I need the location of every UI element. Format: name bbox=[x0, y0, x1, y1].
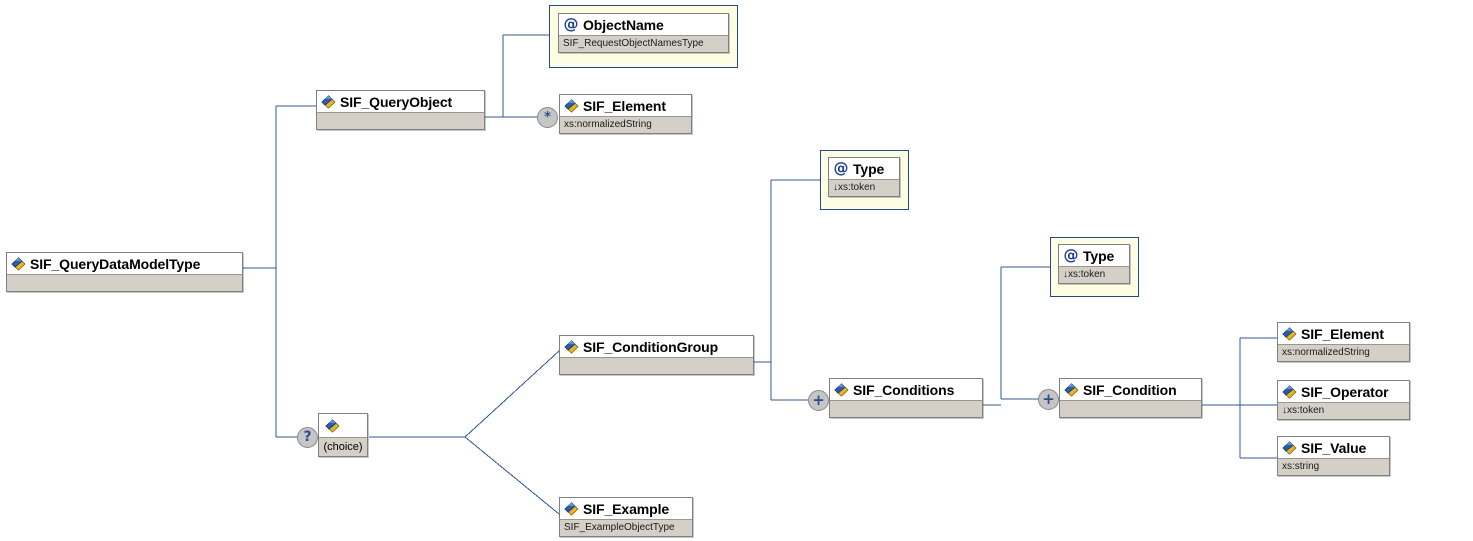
element-icon bbox=[321, 94, 336, 109]
down-arrow-icon: ↓ bbox=[833, 182, 838, 193]
choice-icon-row bbox=[319, 414, 367, 437]
node-sif-condition[interactable]: SIF_Condition bbox=[1059, 378, 1202, 418]
node-label: Type bbox=[853, 160, 885, 177]
element-icon bbox=[564, 339, 579, 354]
element-icon bbox=[11, 256, 26, 271]
node-type: ↓xs:token bbox=[1059, 266, 1129, 283]
node-choice[interactable]: (choice) bbox=[318, 413, 368, 457]
node-type: SIF_RequestObjectNamesType bbox=[559, 35, 728, 52]
element-icon bbox=[564, 98, 579, 113]
element-icon bbox=[1282, 440, 1297, 455]
occurrence-indicator-star[interactable]: * bbox=[537, 107, 558, 128]
node-label: Type bbox=[1083, 247, 1115, 264]
node-title: @ ObjectName bbox=[559, 14, 728, 35]
occurrence-indicator-plus-conditions[interactable]: + bbox=[808, 390, 829, 411]
node-sif-element-leaf[interactable]: SIF_Element xs:normalizedString bbox=[1277, 322, 1410, 362]
attribute-icon: @ bbox=[1063, 246, 1079, 264]
node-sif-operator[interactable]: SIF_Operator ↓xs:token bbox=[1277, 380, 1410, 420]
element-icon bbox=[834, 382, 849, 397]
choice-caption: (choice) bbox=[319, 437, 367, 456]
down-arrow-icon: ↓ bbox=[1063, 269, 1068, 280]
node-label: SIF_Element bbox=[583, 97, 666, 114]
node-type: xs:normalizedString bbox=[560, 116, 691, 133]
occurrence-indicator-plus-condition[interactable]: + bbox=[1038, 389, 1059, 410]
node-type bbox=[7, 274, 242, 291]
element-icon bbox=[1282, 326, 1297, 341]
attribute-icon: @ bbox=[563, 15, 579, 33]
node-type bbox=[1060, 400, 1201, 417]
node-label: SIF_Value bbox=[1301, 439, 1367, 456]
node-label: SIF_Operator bbox=[1301, 383, 1389, 400]
element-icon bbox=[564, 501, 579, 516]
node-title: SIF_ConditionGroup bbox=[560, 336, 753, 357]
down-arrow-icon: ↓ bbox=[1282, 405, 1287, 416]
node-type-text: xs:token bbox=[838, 182, 876, 193]
node-title: SIF_QueryDataModelType bbox=[7, 253, 242, 274]
node-label: SIF_ConditionGroup bbox=[583, 338, 719, 355]
node-title: SIF_Element bbox=[560, 95, 691, 116]
node-title: SIF_Value bbox=[1278, 437, 1389, 458]
node-sif-value[interactable]: SIF_Value xs:string bbox=[1277, 436, 1390, 476]
node-type: ↓xs:token bbox=[1278, 402, 1409, 419]
element-icon bbox=[1064, 382, 1079, 397]
node-type: xs:normalizedString bbox=[1278, 344, 1409, 361]
node-type bbox=[560, 357, 753, 374]
node-label: SIF_QueryObject bbox=[340, 93, 453, 110]
node-sif-query-data-model-type[interactable]: SIF_QueryDataModelType bbox=[6, 252, 243, 292]
element-icon bbox=[1282, 384, 1297, 399]
node-label: SIF_Condition bbox=[1083, 381, 1177, 398]
node-type: SIF_ExampleObjectType bbox=[560, 519, 692, 536]
occurrence-indicator-optional[interactable]: ? bbox=[297, 427, 318, 448]
node-label: ObjectName bbox=[583, 16, 664, 33]
node-title: SIF_Operator bbox=[1278, 381, 1409, 402]
node-type-text: xs:token bbox=[1287, 405, 1325, 416]
node-sif-element-top[interactable]: SIF_Element xs:normalizedString bbox=[559, 94, 692, 134]
node-sif-query-object[interactable]: SIF_QueryObject bbox=[316, 90, 485, 130]
node-title: SIF_Condition bbox=[1060, 379, 1201, 400]
node-type: ↓xs:token bbox=[829, 179, 899, 196]
node-type-text: xs:token bbox=[1068, 269, 1106, 280]
node-type-condition-group[interactable]: @ Type ↓xs:token bbox=[828, 157, 900, 197]
node-title: @ Type bbox=[829, 158, 899, 179]
node-type bbox=[830, 400, 982, 417]
attribute-icon: @ bbox=[833, 159, 849, 177]
node-title: SIF_Example bbox=[560, 498, 692, 519]
node-title: @ Type bbox=[1059, 245, 1129, 266]
node-title: SIF_Conditions bbox=[830, 379, 982, 400]
node-sif-example[interactable]: SIF_Example SIF_ExampleObjectType bbox=[559, 497, 693, 537]
node-title: SIF_QueryObject bbox=[317, 91, 484, 112]
node-type-conditions[interactable]: @ Type ↓xs:token bbox=[1058, 244, 1130, 284]
node-type bbox=[317, 112, 484, 129]
node-sif-condition-group[interactable]: SIF_ConditionGroup bbox=[559, 335, 754, 375]
node-label: SIF_Example bbox=[583, 500, 670, 517]
node-label: SIF_Element bbox=[1301, 325, 1384, 342]
node-object-name[interactable]: @ ObjectName SIF_RequestObjectNamesType bbox=[558, 13, 729, 53]
node-label: SIF_QueryDataModelType bbox=[30, 255, 201, 272]
node-title: SIF_Element bbox=[1278, 323, 1409, 344]
node-sif-conditions[interactable]: SIF_Conditions bbox=[829, 378, 983, 418]
element-icon bbox=[325, 418, 340, 433]
node-label: SIF_Conditions bbox=[853, 381, 955, 398]
node-type: xs:string bbox=[1278, 458, 1389, 475]
